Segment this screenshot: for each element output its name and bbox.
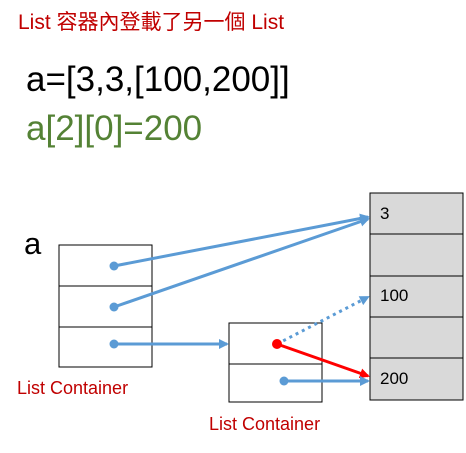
memory-value-100: 100 <box>380 286 409 305</box>
code-line-index: a[2][0]=200 <box>26 109 203 148</box>
memory-value-3: 3 <box>380 204 390 223</box>
outer-container-caption: List Container <box>17 378 129 398</box>
diagram-title: List 容器內登載了另一個 List <box>18 11 285 34</box>
inner-container-caption: List Container <box>209 414 321 434</box>
inner-list-container <box>228 322 323 403</box>
container-slot-0 <box>58 244 153 287</box>
variable-label: a <box>24 226 42 261</box>
outer-list-container <box>58 244 153 368</box>
container-slot-1 <box>228 363 323 403</box>
container-slot-1 <box>58 285 153 328</box>
memory-cell <box>369 233 464 277</box>
memory-cell <box>369 357 464 401</box>
memory-value-200: 200 <box>380 369 409 388</box>
memory-cell <box>369 275 464 318</box>
pointer-arrow-a0 <box>113 213 370 268</box>
new-pointer-arrow-red <box>276 342 370 379</box>
pointer-dot <box>109 339 119 349</box>
pointer-dot-red <box>272 339 282 349</box>
old-pointer-arrow-dotted <box>276 295 370 346</box>
pointer-dot <box>109 302 119 312</box>
code-line-assignment: a=[3,3,[100,200]] <box>26 60 290 99</box>
memory-column <box>369 192 464 401</box>
container-slot-2 <box>58 326 153 368</box>
pointer-dot <box>279 376 289 386</box>
pointer-dot <box>109 261 119 271</box>
pointer-arrow-a1 <box>113 216 370 309</box>
memory-cell <box>369 316 464 359</box>
